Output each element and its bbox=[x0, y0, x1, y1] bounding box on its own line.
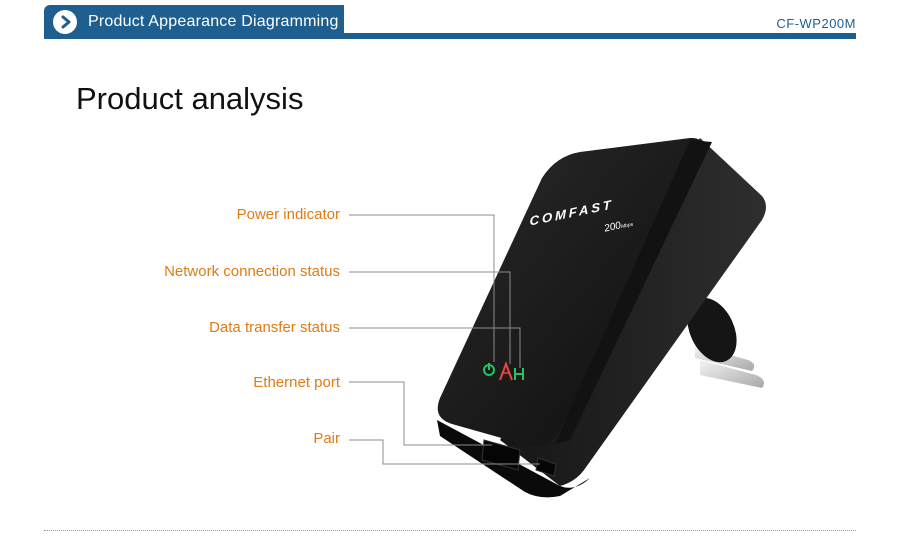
footer-divider bbox=[44, 530, 856, 531]
section-header: Product Appearance Diagramming CF-WP200M bbox=[44, 5, 856, 41]
callout-line-ethernet bbox=[349, 381, 492, 446]
page-title: Product analysis bbox=[76, 81, 304, 116]
model-number: CF-WP200M bbox=[776, 16, 856, 31]
network-led-icon bbox=[499, 361, 513, 381]
callout-line-pair bbox=[349, 439, 540, 465]
header-tab: Product Appearance Diagramming bbox=[44, 5, 344, 39]
power-led-icon bbox=[483, 363, 495, 376]
callout-ethernet-port: Ethernet port bbox=[253, 374, 340, 391]
callout-network-status: Network connection status bbox=[164, 263, 340, 280]
header-underline bbox=[44, 33, 856, 39]
header-title: Product Appearance Diagramming bbox=[88, 13, 339, 30]
data-led-icon bbox=[514, 368, 524, 380]
callout-line-power bbox=[349, 214, 495, 362]
plug-pins bbox=[687, 297, 764, 388]
callout-power-indicator: Power indicator bbox=[236, 206, 340, 223]
callout-line-data bbox=[349, 327, 521, 368]
callout-line-network bbox=[349, 271, 511, 364]
pair-button bbox=[535, 457, 557, 477]
play-icon bbox=[53, 10, 77, 34]
callout-pair: Pair bbox=[313, 430, 340, 447]
ethernet-port bbox=[481, 439, 521, 471]
device-bottom bbox=[437, 420, 590, 498]
callout-data-transfer: Data transfer status bbox=[209, 319, 340, 336]
